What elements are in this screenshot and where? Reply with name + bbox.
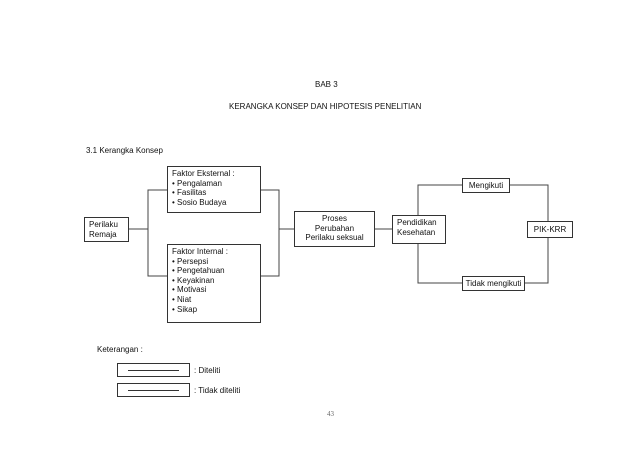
- faktor-eksternal-item: Pengalaman: [172, 179, 256, 189]
- perilaku-remaja-line1: Perilaku: [89, 220, 118, 229]
- pik-krr-label: PIK-KRR: [533, 225, 567, 234]
- legend-tidak-diteliti-swatch: [117, 383, 190, 397]
- tidak-mengikuti-label: Tidak mengikuti: [465, 279, 522, 288]
- faktor-internal-item: Pengetahuan: [172, 266, 256, 276]
- pendidikan-line2: Kesehatan: [397, 227, 436, 237]
- proses-box: Proses Perubahan Perilaku seksual: [294, 211, 375, 247]
- perilaku-remaja-box: Perilaku Remaja: [84, 217, 129, 242]
- chapter-heading: BAB 3: [315, 80, 338, 89]
- faktor-internal-item: Persepsi: [172, 257, 256, 267]
- faktor-eksternal-box: Faktor Eksternal : Pengalaman Fasilitas …: [167, 166, 261, 213]
- faktor-internal-item: Sikap: [172, 305, 256, 315]
- pendidikan-kesehatan-box: Pendidikan Kesehatan: [392, 215, 446, 244]
- faktor-eksternal-heading: Faktor Eksternal :: [172, 169, 235, 178]
- proses-line2: Perubahan: [314, 223, 355, 233]
- legend-diteliti-swatch: [117, 363, 190, 377]
- faktor-internal-heading: Faktor Internal :: [172, 247, 229, 256]
- page-number: 43: [327, 410, 334, 418]
- faktor-internal-item: Keyakinan: [172, 276, 256, 286]
- document-title: KERANGKA KONSEP DAN HIPOTESIS PENELITIAN: [229, 102, 422, 111]
- faktor-internal-item: Niat: [172, 295, 256, 305]
- mengikuti-box: Mengikuti: [462, 178, 510, 193]
- pik-krr-box: PIK-KRR: [527, 221, 573, 238]
- legend-heading: Keterangan :: [97, 345, 143, 354]
- legend-diteliti-label: : Diteliti: [194, 366, 221, 375]
- mengikuti-label: Mengikuti: [468, 181, 504, 190]
- faktor-eksternal-item: Fasilitas: [172, 188, 256, 198]
- proses-line1: Proses: [322, 214, 347, 223]
- legend-tidak-diteliti-label: : Tidak diteliti: [194, 386, 241, 395]
- proses-line3: Perilaku seksual: [305, 233, 364, 243]
- tidak-mengikuti-box: Tidak mengikuti: [462, 276, 525, 291]
- faktor-internal-box: Faktor Internal : Persepsi Pengetahuan K…: [167, 244, 261, 323]
- perilaku-remaja-line2: Remaja: [89, 229, 117, 239]
- pendidikan-line1: Pendidikan: [397, 218, 437, 227]
- faktor-internal-item: Motivasi: [172, 285, 256, 295]
- faktor-eksternal-item: Sosio Budaya: [172, 198, 256, 208]
- section-heading: 3.1 Kerangka Konsep: [86, 146, 163, 155]
